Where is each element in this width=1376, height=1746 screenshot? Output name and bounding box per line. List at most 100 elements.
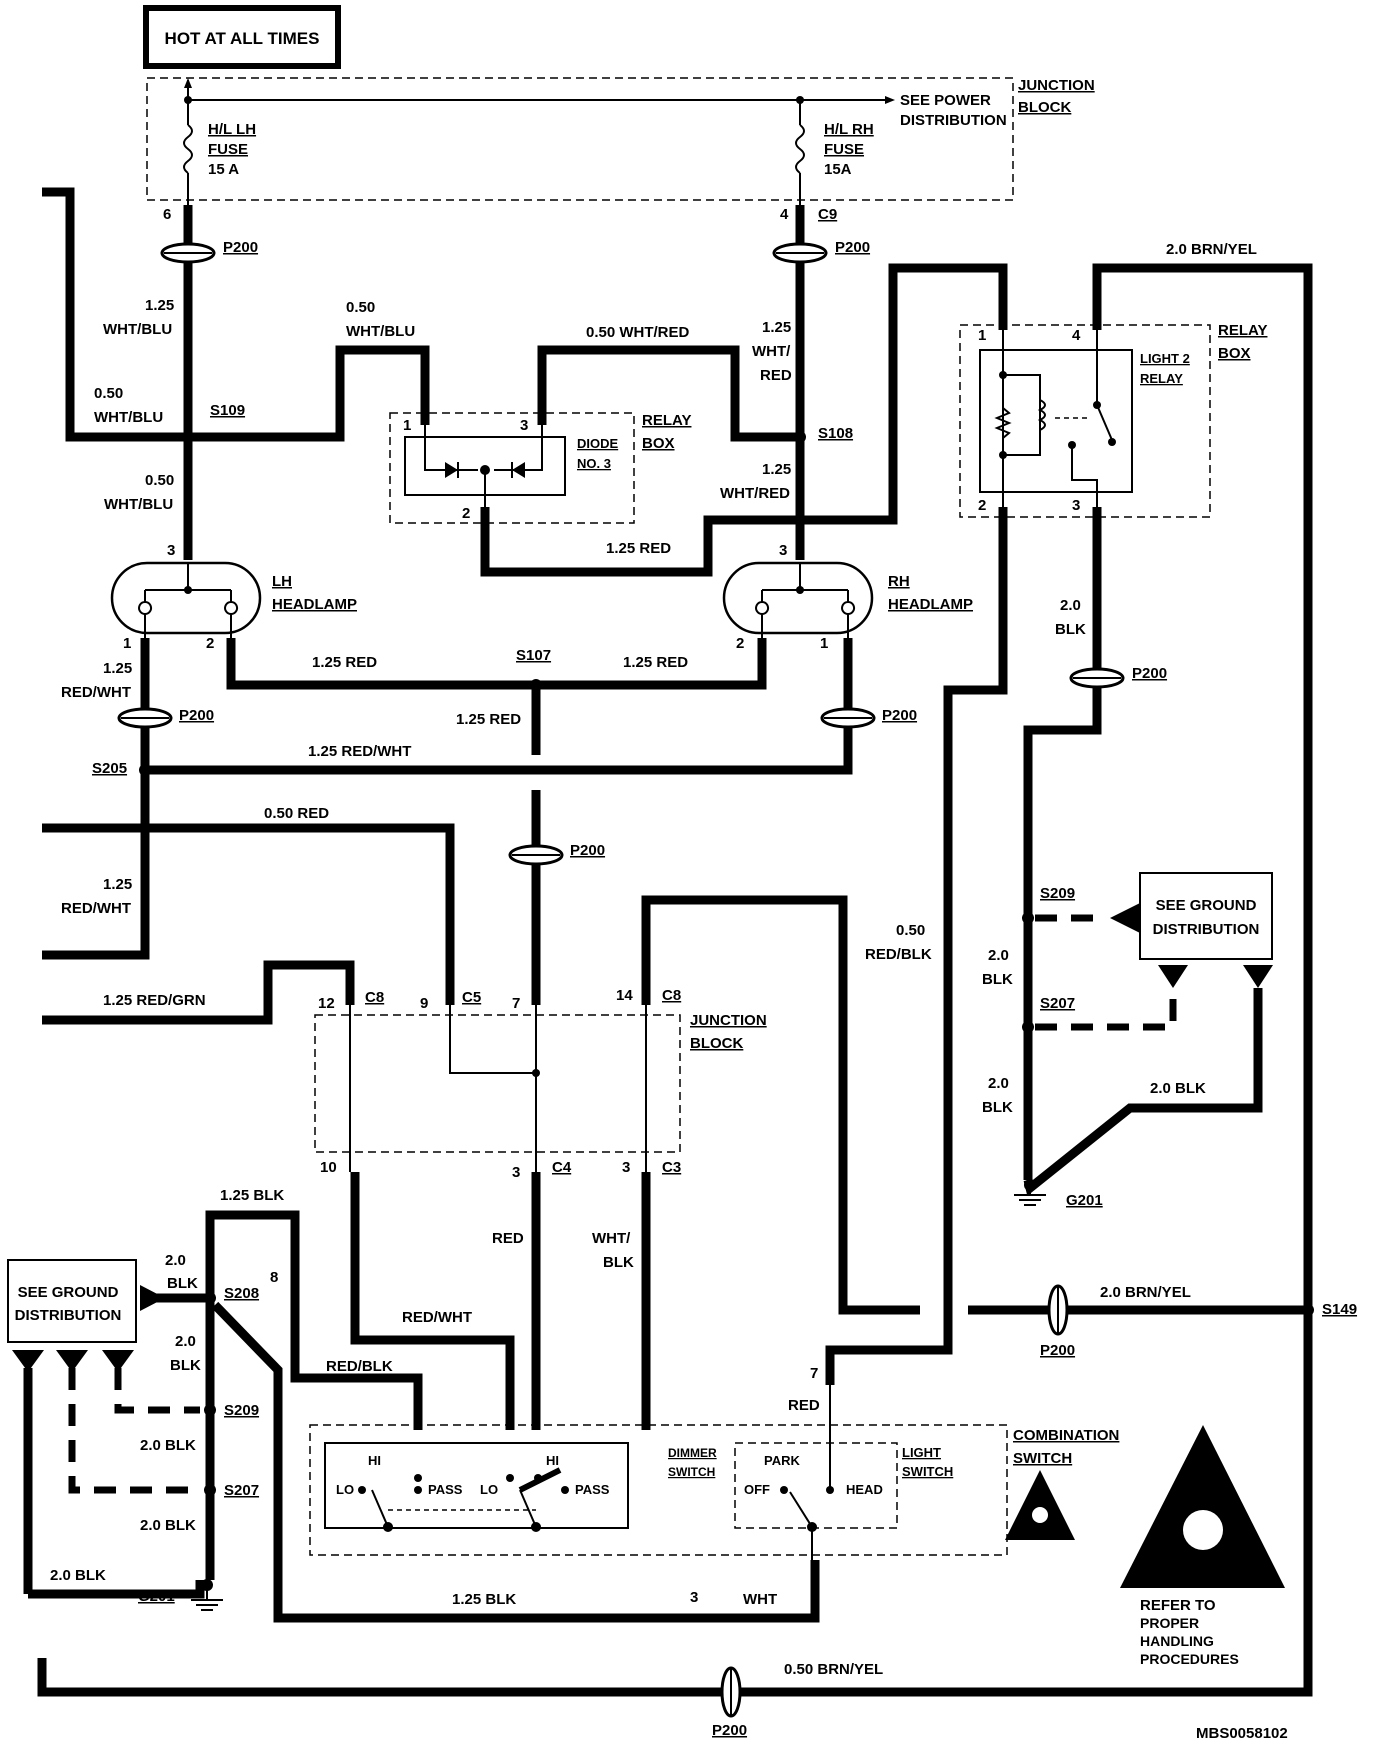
light-relay-label-2: RELAY xyxy=(1140,371,1183,386)
wire-label: BLK xyxy=(167,1275,198,1292)
esd-warning-icon xyxy=(1120,1425,1285,1588)
wire-label: 1.25 xyxy=(103,660,132,677)
wire-label: 1.25 xyxy=(145,297,174,314)
p200-connectors: P200 P200 P200 P200 P200 P200 xyxy=(117,239,1167,1739)
ground-g201-left: G201 xyxy=(138,1579,223,1611)
wire-label: 1.25 RED/WHT xyxy=(308,743,411,760)
fuse-rh-label-2: FUSE xyxy=(824,141,864,158)
warning-text-3: HANDLING xyxy=(1140,1633,1214,1649)
wire-label: 1.25 BLK xyxy=(452,1591,516,1608)
rh-headlamp: 3 2 1 RH HEADLAMP xyxy=(722,542,973,652)
wire-label: 1.25 BLK xyxy=(220,1187,284,1204)
wire-label: 2.0 BLK xyxy=(1150,1080,1206,1097)
ground-dist-label-2: DISTRIBUTION xyxy=(15,1307,122,1324)
relay-box-label-1: RELAY xyxy=(642,412,691,429)
hot-label: HOT AT ALL TIMES xyxy=(165,29,320,48)
pin-1: 1 xyxy=(978,327,986,344)
diode-label-2: NO. 3 xyxy=(577,456,611,471)
warning-text-1: REFER TO xyxy=(1140,1597,1216,1614)
relay-box-diode: 1 3 2 DIODE NO. 3 RELAY BOX xyxy=(389,412,691,524)
hot-at-all-times-box: HOT AT ALL TIMES xyxy=(143,5,341,69)
pin-2: 2 xyxy=(462,505,470,522)
conn-c8-b: C8 xyxy=(662,987,681,1004)
wire-label: 2.0 xyxy=(988,947,1009,964)
light-head: HEAD xyxy=(846,1482,883,1497)
p200-connector: P200 xyxy=(772,239,870,264)
wire-label: 1.25 RED xyxy=(312,654,377,671)
conn-c8-a: C8 xyxy=(365,989,384,1006)
ground-g201: G201 xyxy=(138,1588,175,1605)
wire-label: BLK xyxy=(603,1254,634,1271)
ground-g201-right: G201 xyxy=(1014,1179,1103,1209)
p200-label: P200 xyxy=(835,239,870,256)
pin-7: 7 xyxy=(810,1365,818,1382)
wire-label: RED/WHT xyxy=(61,900,131,917)
junction-block-top-label-2: BLOCK xyxy=(1018,99,1071,116)
figure-id: MBS0058102 xyxy=(1196,1725,1288,1742)
junction-block-mid-label-2: BLOCK xyxy=(690,1035,743,1052)
pin-1: 1 xyxy=(123,635,131,652)
p200-label: P200 xyxy=(179,707,214,724)
junction-block-mid-label-1: JUNCTION xyxy=(690,1012,767,1029)
p200-label: P200 xyxy=(882,707,917,724)
conn-c3: C3 xyxy=(662,1159,681,1176)
lh-headlamp-label-2: HEADLAMP xyxy=(272,596,357,613)
wire-label: WHT/BLU xyxy=(346,323,415,340)
warning-text-4: PROCEDURES xyxy=(1140,1651,1239,1667)
splices: S109 S108 S107 S205 S149 S209 S207 S208 … xyxy=(92,402,1357,1499)
light-off: OFF xyxy=(744,1482,770,1497)
pin-12: 12 xyxy=(318,995,335,1012)
combination-switch-label-2: SWITCH xyxy=(1013,1450,1072,1467)
relay-box-light-2: 1 4 2 3 LIGHT 2 RELAY RELAY BOX xyxy=(959,322,1267,518)
warning-text-2: PROPER xyxy=(1140,1615,1199,1631)
pin-8: 8 xyxy=(270,1269,278,1286)
rh-headlamp-label-1: RH xyxy=(888,573,910,590)
wire-label: 2.0 BLK xyxy=(140,1437,196,1454)
wire-labels: 1.25 WHT/BLU 0.50 WHT/BLU 0.50 WHT/BLU 0… xyxy=(50,241,1257,1678)
pin-3: 3 xyxy=(512,1164,520,1181)
wire-label: 2.0 xyxy=(165,1252,186,1269)
wire-label: 0.50 BRN/YEL xyxy=(784,1661,883,1678)
pin-14: 14 xyxy=(616,987,633,1004)
wire-label: 1.25 RED xyxy=(606,540,671,557)
wire-label: 2.0 BLK xyxy=(140,1517,196,1534)
pin-3: 3 xyxy=(520,417,528,434)
p200-connector: P200 xyxy=(1040,1284,1075,1359)
junction-block-top: SEE POWER DISTRIBUTION JUNCTION BLOCK H/… xyxy=(146,77,1095,223)
wire-label: WHT/ xyxy=(752,343,791,360)
pin-7: 7 xyxy=(512,995,520,1012)
pin-4: 4 xyxy=(780,206,789,223)
splice-s109: S109 xyxy=(210,402,245,419)
pin-3: 3 xyxy=(622,1159,630,1176)
wire-label: 2.0 BRN/YEL xyxy=(1100,1284,1191,1301)
wire-label: 2.0 BRN/YEL xyxy=(1166,241,1257,258)
conn-c4: C4 xyxy=(552,1159,572,1176)
p200-connector: P200 xyxy=(820,707,917,729)
wire-label: 1.25 xyxy=(103,876,132,893)
esd-warning-icon xyxy=(1005,1470,1075,1540)
wire-label: BLK xyxy=(170,1357,201,1374)
wire-label: 2.0 xyxy=(988,1075,1009,1092)
wire-label: 0.50 xyxy=(346,299,375,316)
wire-label: WHT/RED xyxy=(720,485,790,502)
wire-label: RED xyxy=(760,367,792,384)
wire-label: 1.25 xyxy=(762,319,791,336)
pin-3: 3 xyxy=(779,542,787,559)
splice-s107: S107 xyxy=(516,647,551,664)
relay-box-label-1: RELAY xyxy=(1218,322,1267,339)
wire-label: 0.50 WHT/RED xyxy=(586,324,690,341)
p200-label: P200 xyxy=(1040,1342,1075,1359)
ground-dist-label-1: SEE GROUND xyxy=(18,1284,119,1301)
junction-block-top-label: JUNCTION xyxy=(1018,77,1095,94)
splice-s205: S205 xyxy=(92,760,127,777)
p200-connector: P200 xyxy=(712,1666,747,1739)
p200-label: P200 xyxy=(712,1722,747,1739)
wire-label: 0.50 xyxy=(94,385,123,402)
pin-3: 3 xyxy=(690,1589,698,1606)
pin-1: 1 xyxy=(403,417,411,434)
wires xyxy=(23,187,1313,1697)
wire-label: RED/BLK xyxy=(326,1358,393,1375)
wire-label: BLK xyxy=(982,971,1013,988)
ground-distribution-left: SEE GROUND DISTRIBUTION xyxy=(7,1259,165,1372)
pin-2: 2 xyxy=(206,635,214,652)
